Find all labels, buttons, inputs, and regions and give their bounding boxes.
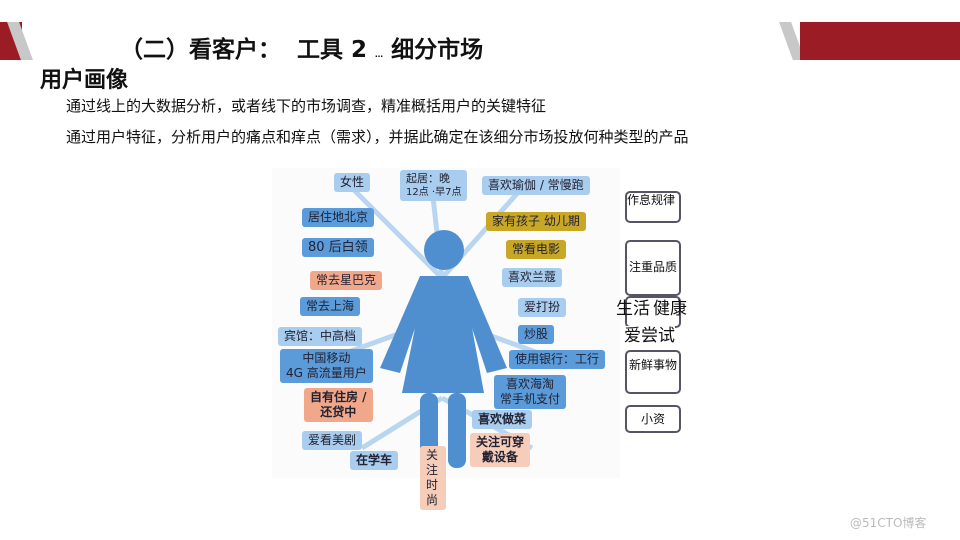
label-wearables: 关注可穿戴设备 xyxy=(470,433,531,467)
label-dressup: 爱打扮 xyxy=(518,298,567,317)
paragraph-2: 通过用户特征，分析用户的痛点和痒点（需求），并据此确定在该细分市场投放何种类型的… xyxy=(66,128,689,146)
title-part2: 细分市场 xyxy=(391,37,484,63)
label-driving: 在学车 xyxy=(350,451,399,470)
label-beijing: 居住地北京 xyxy=(302,208,375,227)
label-cooking: 喜欢做菜 xyxy=(472,410,533,429)
tag-routine: 作息规律 xyxy=(625,191,681,223)
label-lancome: 喜欢兰蔻 xyxy=(502,268,563,287)
label-shanghai: 常去上海 xyxy=(300,297,361,316)
label-us-drama: 爱看美剧 xyxy=(302,431,363,450)
label-movies: 常看电影 xyxy=(506,240,567,259)
label-bank: 使用银行：工行 xyxy=(509,350,606,369)
tag-box-3 xyxy=(625,296,681,328)
label-female: 女性 xyxy=(334,173,371,192)
decor-bar-right xyxy=(800,22,960,60)
label-kids: 家有孩子 幼儿期 xyxy=(486,212,586,231)
tag-health: 健康 xyxy=(653,299,687,319)
label-yoga: 喜欢瑜伽 / 常慢跑 xyxy=(482,176,590,195)
tag-quality: 注重品质 xyxy=(625,240,681,296)
tag-petty-bourgeois: 小资 xyxy=(625,405,681,433)
label-80s: 80 后白领 xyxy=(302,238,374,257)
subtitle: 用户画像 xyxy=(40,68,129,93)
label-fashion: 关注时尚 xyxy=(420,446,446,510)
tag-new-things: 新鲜事物 xyxy=(625,350,681,394)
title-sep: … xyxy=(375,50,384,59)
label-stocks: 炒股 xyxy=(518,325,555,344)
label-house: 自有住房 /还贷中 xyxy=(304,388,373,422)
watermark: @51CTO博客 xyxy=(850,516,927,530)
tag-life: 生活 xyxy=(616,299,650,319)
label-hotel: 宾馆：中高档 xyxy=(278,327,363,346)
title-part1: （二）看客户： 工具 2 xyxy=(120,37,368,63)
paragraph-1: 通过线上的大数据分析，或者线下的市场调查，精准概括用户的关键特征 xyxy=(66,97,547,115)
label-starbucks: 常去星巴克 xyxy=(310,271,383,290)
page-title: （二）看客户： 工具 2 … 细分市场 xyxy=(120,30,483,64)
tag-try: 爱尝试 xyxy=(624,326,675,346)
label-haitao: 喜欢海淘常手机支付 xyxy=(494,375,567,409)
